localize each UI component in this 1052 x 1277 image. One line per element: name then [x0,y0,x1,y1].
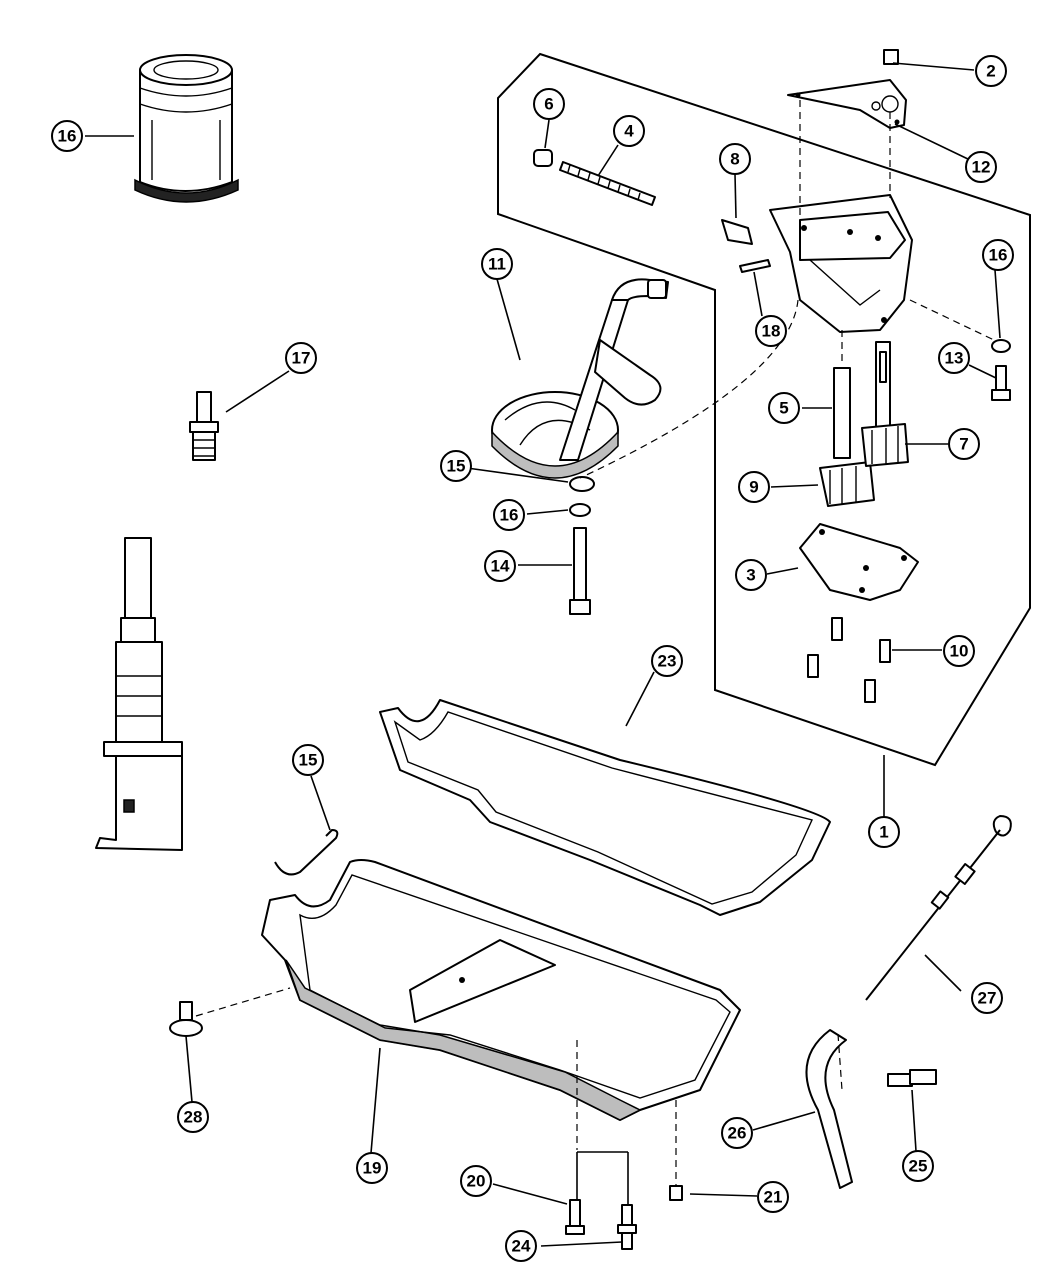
gasket-clip [274,828,339,876]
callout-16-filter: 16 [51,120,83,152]
oil-pump-body [769,194,913,333]
callout-6: 6 [533,88,565,120]
oil-pickup-tube [491,278,669,479]
svg-text:14: 14 [491,557,510,576]
pump-shafts [833,341,891,459]
svg-text:8: 8 [730,150,739,169]
svg-text:6: 6 [544,95,553,114]
leader-lines [85,62,1001,1247]
callout-24: 24 [505,1230,537,1262]
svg-text:26: 26 [728,1124,747,1143]
callout-7: 7 [948,428,980,460]
callout-9: 9 [738,471,770,503]
pump-cover-plate [799,523,919,601]
callout-21: 21 [757,1181,789,1213]
svg-text:12: 12 [972,158,991,177]
svg-text:11: 11 [488,255,506,274]
callout-10: 10 [943,635,975,667]
svg-text:5: 5 [779,399,788,418]
pump-mount-bolt [991,339,1011,401]
relief-valve [721,219,771,273]
callout-11: 11 [481,248,513,280]
callout-23: 23 [651,645,683,677]
callout-26: 26 [721,1117,753,1149]
pump-cover-gasket [787,49,907,129]
svg-text:2: 2 [986,62,995,81]
svg-text:17: 17 [292,349,311,368]
callout-25: 25 [902,1150,934,1182]
assembly-lines [195,100,995,1186]
svg-text:10: 10 [950,642,969,661]
callout-5: 5 [768,392,800,424]
callout-20: 20 [460,1165,492,1197]
svg-text:24: 24 [512,1237,531,1256]
callout-14: 14 [484,550,516,582]
callout-15-lower: 15 [292,744,324,776]
svg-text:16: 16 [500,506,519,525]
svg-text:27: 27 [978,989,997,1008]
svg-text:1: 1 [879,823,888,842]
callout-18: 18 [755,315,787,347]
callout-12: 12 [965,151,997,183]
callout-15-upper: 15 [440,450,472,482]
svg-text:25: 25 [909,1157,928,1176]
pickup-bolt-hardware [569,476,595,615]
callout-8: 8 [719,143,751,175]
svg-text:7: 7 [959,435,968,454]
svg-text:21: 21 [764,1188,783,1207]
callout-16-washer: 16 [493,499,525,531]
svg-text:28: 28 [184,1108,203,1127]
callout-16-pump: 16 [982,239,1014,271]
oil-pan-gasket [379,699,831,916]
svg-text:18: 18 [762,322,781,341]
cover-bolts [807,617,891,703]
dipstick-and-tube [805,814,1012,1189]
callout-1: 1 [868,816,900,848]
svg-text:3: 3 [746,566,755,585]
callout-3: 3 [735,559,767,591]
callout-19: 19 [356,1152,388,1184]
distributor-drive [95,537,183,851]
svg-text:9: 9 [749,478,758,497]
oil-pressure-sender [189,391,219,461]
svg-text:16: 16 [989,246,1008,265]
oil-pan [261,859,741,1121]
svg-text:13: 13 [945,349,964,368]
callout-2: 2 [975,55,1007,87]
relief-valve-spring [533,149,656,206]
svg-text:4: 4 [624,122,634,141]
svg-text:20: 20 [467,1172,486,1191]
callout-28: 28 [177,1101,209,1133]
svg-text:15: 15 [447,457,466,476]
pump-gears [819,423,909,507]
svg-text:19: 19 [363,1159,382,1178]
pan-hardware [169,1001,937,1250]
callout-27: 27 [971,982,1003,1014]
callout-13: 13 [938,342,970,374]
callout-17: 17 [285,342,317,374]
svg-text:23: 23 [658,652,677,671]
svg-text:16: 16 [58,127,77,146]
callout-4: 4 [613,115,645,147]
oil-filter [134,54,239,203]
svg-text:15: 15 [299,751,318,770]
oil-pump-assembly-outline [497,52,1031,767]
